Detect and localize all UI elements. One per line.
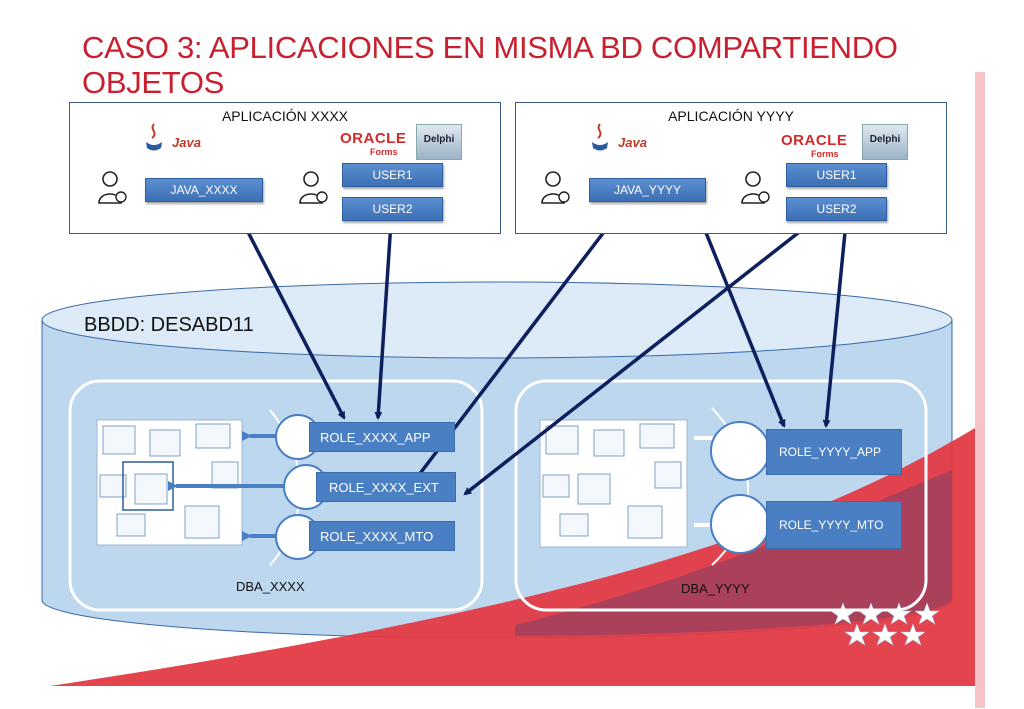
role-yyyy-app: ROLE_YYYY_APP bbox=[766, 429, 902, 475]
er-diagram-yyyy bbox=[539, 419, 688, 548]
schema-yyyy-label: DBA_YYYY bbox=[681, 581, 750, 596]
page-title: CASO 3: APLICACIONES EN MISMA BD COMPART… bbox=[82, 30, 898, 100]
java-label: Java bbox=[618, 135, 647, 150]
java-label: Java bbox=[172, 135, 201, 150]
database-label: BBDD: DESABD11 bbox=[84, 314, 254, 336]
delphi-logo: Delphi bbox=[416, 124, 462, 160]
schema-xxxx-label: DBA_XXXX bbox=[236, 579, 305, 594]
arrow-java-yyyy-to-app bbox=[692, 202, 786, 428]
role-xxxx-mto: ROLE_XXXX_MTO bbox=[309, 521, 455, 551]
role-xxxx-ext: ROLE_XXXX_EXT bbox=[316, 472, 456, 502]
arrow-java-xxxx-to-app bbox=[231, 202, 346, 420]
java-logo-icon bbox=[143, 122, 165, 156]
user2-xxxx: USER2 bbox=[342, 197, 443, 221]
forms-label: Forms bbox=[370, 147, 398, 157]
forms-label: Forms bbox=[811, 149, 839, 159]
java-logo-icon bbox=[589, 122, 611, 156]
user1-yyyy: USER1 bbox=[786, 163, 887, 187]
user1-xxxx: USER1 bbox=[342, 163, 443, 187]
user2-yyyy: USER2 bbox=[786, 197, 887, 221]
delphi-logo: Delphi bbox=[862, 124, 908, 160]
role-circle-yyyy-app bbox=[710, 421, 770, 481]
arrow-user2-yyyy-to-app bbox=[822, 221, 848, 428]
role-yyyy-mto: ROLE_YYYY_MTO bbox=[766, 501, 902, 549]
role-circle-yyyy-mto bbox=[710, 494, 770, 554]
oracle-logo: ORACLE bbox=[781, 132, 848, 149]
user-icon bbox=[298, 169, 328, 205]
user-icon bbox=[740, 169, 770, 205]
arrow-user2-yyyy-to-ext bbox=[463, 220, 814, 496]
java-xxxx-user: JAVA_XXXX bbox=[145, 178, 263, 202]
schema-yyyy-box bbox=[514, 379, 928, 612]
red-decoration bbox=[50, 72, 985, 708]
app-yyyy-title: APLICACIÓN YYYY bbox=[668, 108, 794, 124]
role-xxxx-app: ROLE_XXXX_APP bbox=[309, 422, 455, 452]
app-xxxx-title: APLICACIÓN XXXX bbox=[221, 108, 349, 124]
oracle-logo: ORACLE bbox=[340, 130, 407, 147]
java-yyyy-user: JAVA_YYYY bbox=[589, 178, 706, 202]
arrow-user2-xxxx-to-app bbox=[374, 221, 393, 420]
user-icon bbox=[540, 169, 570, 205]
er-diagram-xxxx bbox=[96, 419, 243, 546]
user-icon bbox=[97, 169, 127, 205]
